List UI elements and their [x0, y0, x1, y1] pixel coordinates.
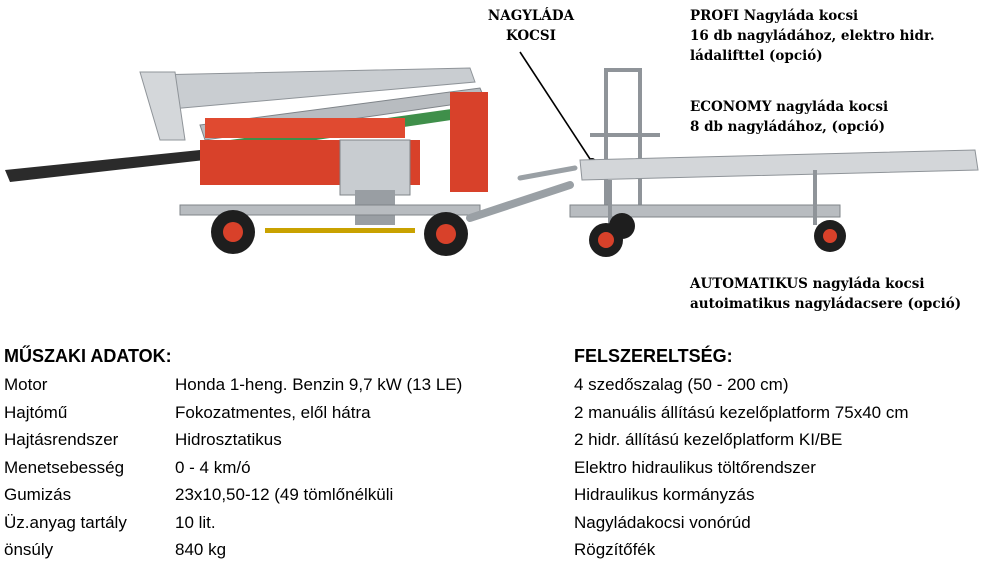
technical-specs-section: MŰSZAKI ADATOK: Motor Honda 1-heng. Benzi…	[4, 344, 564, 564]
spec-label: önsúly	[4, 540, 54, 559]
spec-row: Üz.anyag tartály 10 lit.	[4, 509, 564, 537]
spec-value: 840 kg	[175, 540, 227, 559]
red-upright	[450, 92, 488, 192]
callout-automatikus: AUTOMATIKUS nagyláda kocsi autoimatikus …	[690, 274, 961, 314]
cart-hub-left	[598, 232, 614, 248]
callout-line: NAGYLÁDA	[487, 8, 575, 24]
chassis-beam	[179, 204, 481, 216]
harvest-machine-illustration	[5, 51, 979, 257]
cart-roller-deck	[579, 149, 979, 181]
upper-conveyor-arm	[139, 71, 186, 141]
equipment-item: 2 manuális állítású kezelőplatform 75x40…	[574, 402, 909, 422]
drive-shaft	[265, 228, 415, 233]
tow-bar	[466, 181, 574, 222]
callout-line: PROFI Nagyláda kocsi	[690, 8, 859, 24]
equipment-item: Rögzítőfék	[574, 540, 656, 559]
equipment-item: 4 szedőszalag (50 - 200 cm)	[574, 375, 789, 394]
callout-line: 16 db nagyládához, elektro hidr.	[690, 28, 935, 44]
machine-hub-rear	[223, 222, 243, 242]
equipment-item: Elektro hidraulikus töltőrendszer	[574, 457, 816, 477]
spec-value: 23x10,50-12 (49 tömlőnélküli	[175, 485, 394, 504]
spec-label: Menetsebesség	[4, 457, 125, 477]
machine-hub-front	[436, 224, 456, 244]
red-frame-top	[205, 118, 405, 138]
spec-label: Motor	[4, 375, 48, 394]
spec-value: 0 - 4 km/ó	[175, 457, 251, 477]
equipment-item: 2 hidr. állítású kezelőplatform KI/BE	[574, 430, 843, 449]
equipment-title: FELSZERELTSÉG:	[574, 346, 733, 366]
spec-value: 10 lit.	[175, 512, 216, 532]
cart-wheel-left2	[609, 213, 635, 239]
equipment-item: Nagyládakocsi vonórúd	[574, 512, 751, 532]
spec-row: önsúly 840 kg	[4, 536, 564, 564]
callout-pointer-line	[519, 51, 593, 163]
callout-line: KOCSI	[506, 28, 556, 44]
callout-nagylada-kocsi: NAGYLÁDA KOCSI	[476, 6, 586, 46]
spec-label: Hajtómű	[4, 402, 68, 422]
cart-hub-right	[823, 229, 837, 243]
spec-row: Menetsebesség 0 - 4 km/ó	[4, 454, 564, 482]
engine-block	[339, 139, 411, 196]
tow-bar-2	[517, 165, 578, 181]
callout-line: ládalifttel (opció)	[690, 48, 823, 64]
tech-specs-title: MŰSZAKI ADATOK:	[4, 346, 172, 366]
spec-value: Honda 1-heng. Benzin 9,7 kW (13 LE)	[175, 375, 463, 394]
equipment-section: FELSZERELTSÉG: 4 szedőszalag (50 - 200 c…	[574, 344, 984, 564]
callout-line: ECONOMY nagyláda kocsi	[690, 99, 889, 115]
spec-value: Fokozatmentes, elől hátra	[175, 402, 371, 422]
spec-row: Gumizás 23x10,50-12 (49 tömlőnélküli	[4, 481, 564, 509]
left-conveyor-belt	[5, 150, 205, 182]
spec-row: Hajtómű Fokozatmentes, elől hátra	[4, 399, 564, 427]
spec-value: Hidrosztatikus	[175, 430, 282, 449]
spec-label: Üz.anyag tartály	[4, 512, 127, 532]
equipment-item: Hidraulikus kormányzás	[574, 485, 755, 504]
spec-row: Hajtásrendszer Hidrosztatikus	[4, 426, 564, 454]
cart-chassis	[569, 204, 841, 218]
callout-line: autoimatikus nagyládacsere (opció)	[690, 296, 962, 312]
spec-row: Motor Honda 1-heng. Benzin 9,7 kW (13 LE)	[4, 371, 564, 399]
callout-economy: ECONOMY nagyláda kocsi 8 db nagyládához,…	[690, 97, 888, 137]
callout-line: AUTOMATIKUS nagyláda kocsi	[690, 276, 925, 292]
callout-profi: PROFI Nagyláda kocsi 16 db nagyládához, …	[690, 6, 935, 66]
callout-line: 8 db nagyládához, (opció)	[690, 119, 886, 135]
spec-label: Hajtásrendszer	[4, 430, 119, 449]
spec-label: Gumizás	[4, 485, 72, 504]
